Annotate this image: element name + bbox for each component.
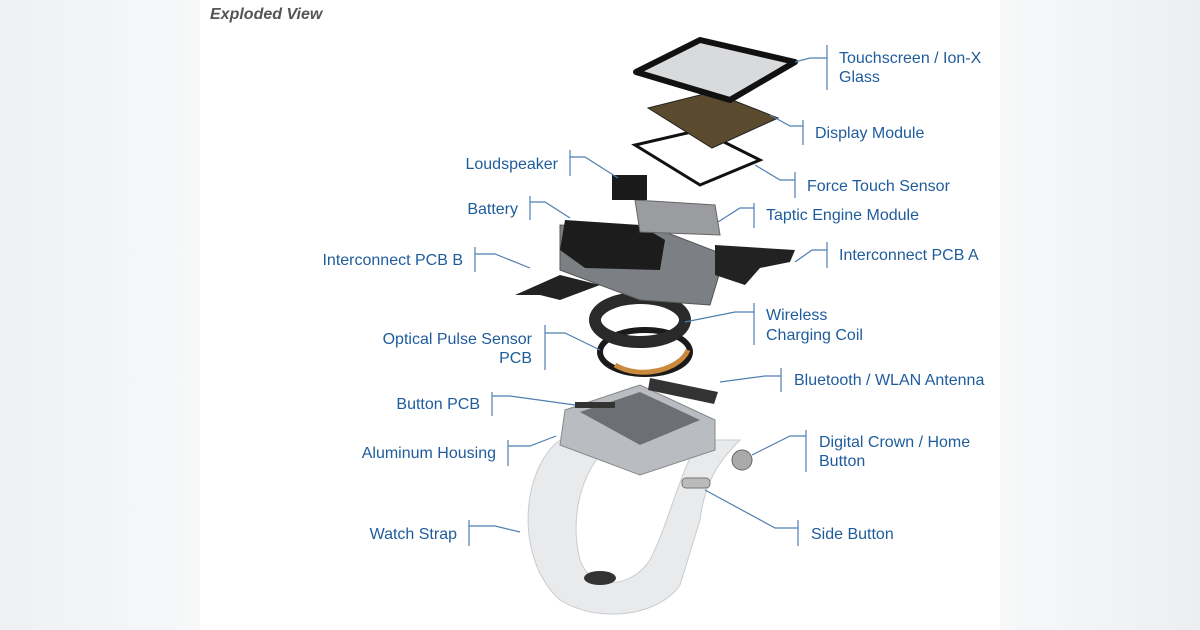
side-button xyxy=(681,477,711,489)
interconnect-pcb-a xyxy=(715,245,795,285)
taptic-engine xyxy=(634,199,721,236)
label-interconnect-pcb-a: Interconnect PCB A xyxy=(839,247,979,264)
interconnect-pcb-b xyxy=(515,275,600,300)
label-aluminum-housing: Aluminum Housing xyxy=(361,445,496,462)
label-taptic-engine: Taptic Engine Module xyxy=(766,207,919,224)
label-antenna: Bluetooth / WLAN Antenna xyxy=(794,372,985,389)
label-battery: Battery xyxy=(467,201,518,218)
label-force-touch: Force Touch Sensor xyxy=(807,178,950,195)
loudspeaker xyxy=(612,175,647,200)
antenna xyxy=(648,378,718,404)
display-module xyxy=(646,91,780,149)
label-side-button: Side Button xyxy=(811,526,894,543)
force-touch-sensor xyxy=(631,128,764,187)
label-loudspeaker: Loudspeaker xyxy=(465,156,558,173)
touchscreen-glass xyxy=(633,37,798,103)
leader-lines xyxy=(468,45,828,546)
diagram-title: Exploded View xyxy=(210,6,323,23)
wireless-charging-coil xyxy=(589,292,691,348)
label-button-pcb: Button PCB xyxy=(396,396,480,413)
label-watch-strap: Watch Strap xyxy=(369,526,457,543)
button-pcb xyxy=(575,402,615,408)
label-interconnect-pcb-b: Interconnect PCB B xyxy=(322,252,463,269)
label-display-module: Display Module xyxy=(815,125,925,142)
digital-crown xyxy=(731,449,753,471)
battery xyxy=(560,220,665,270)
